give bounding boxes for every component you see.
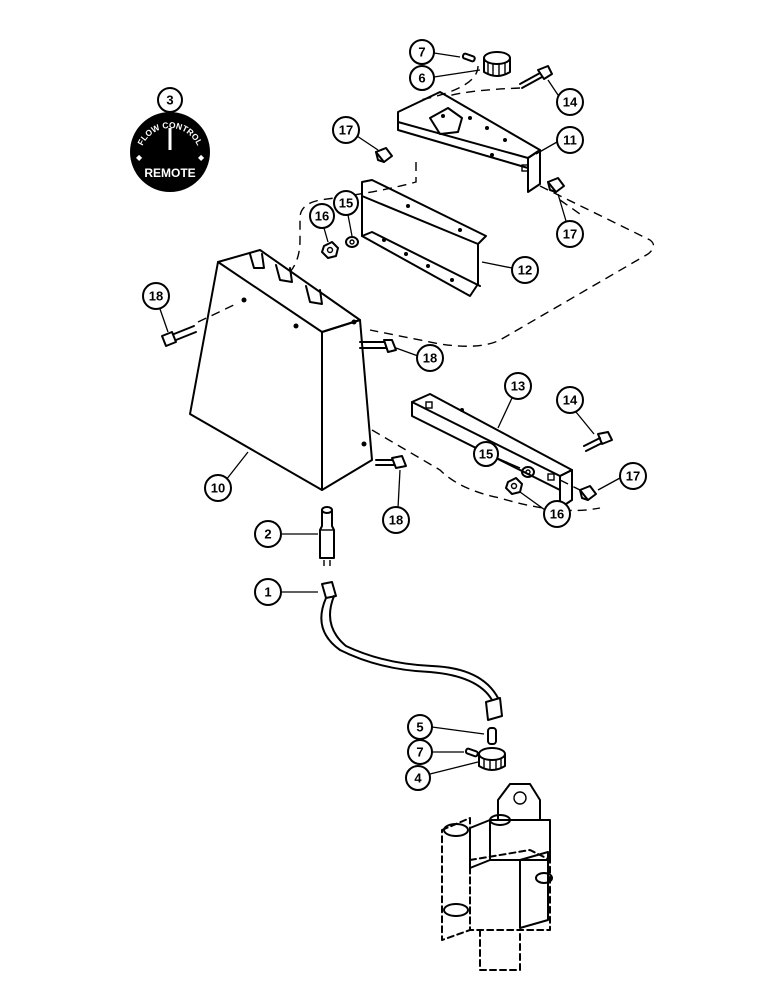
callout-15-bottom-label: 15 [479, 447, 493, 462]
screw-right-lower [375, 455, 407, 469]
callout-6-label: 6 [418, 71, 425, 86]
callout-15-bottom [473, 441, 499, 467]
callout-4 [405, 765, 431, 791]
callout-1-label: 1 [264, 585, 271, 600]
callout-5-label: 5 [416, 720, 423, 735]
control-cover-housing [189, 249, 373, 491]
callout-12 [511, 256, 539, 284]
washer-upper [345, 236, 359, 248]
callout-18-right-lower [382, 506, 410, 534]
control-valve [441, 783, 553, 971]
callout-16-bottom-label: 16 [550, 507, 564, 522]
callouts: 1 2 3 4 5 6 7 7 10 1 [142, 39, 647, 791]
cage-nut-upper-left [375, 147, 393, 163]
cage-nut-lower-right [579, 485, 597, 501]
top-knob-cap [483, 51, 511, 77]
callout-17-top-left-label: 17 [339, 123, 353, 138]
callout-12-label: 12 [518, 263, 532, 278]
callout-16-top [309, 203, 335, 229]
callout-15-top [333, 190, 359, 216]
lower-knob [478, 747, 506, 771]
callout-14-top [556, 88, 584, 116]
callout-7-top [409, 39, 435, 65]
callout-16-bottom [543, 500, 571, 528]
nut-lower [505, 477, 523, 495]
nut-upper [321, 241, 339, 259]
callout-13-label: 13 [511, 379, 525, 394]
callout-14-top-label: 14 [563, 95, 578, 110]
lower-pin [487, 727, 497, 745]
flow-control-remote-decal: FLOW CONTROL REMOTE ◆ ◆ [130, 112, 210, 192]
angle-bracket [361, 179, 487, 297]
lower-bolt [583, 431, 613, 452]
callout-2 [254, 520, 282, 548]
callout-17-right-upper-label: 17 [563, 227, 577, 242]
callout-18-left [142, 282, 170, 310]
callout-17-right-upper [556, 220, 584, 248]
callout-1 [254, 578, 282, 606]
callout-17-right-lower-label: 17 [626, 469, 640, 484]
flexible-control-cable [320, 581, 503, 721]
cage-nut-upper-right [547, 177, 565, 193]
callout-7-bottom [407, 739, 433, 765]
callout-17-top-left [332, 116, 360, 144]
callout-10-label: 10 [211, 481, 225, 496]
screw-right-upper [359, 339, 397, 353]
callout-11-label: 11 [563, 133, 577, 148]
callout-7-bottom-label: 7 [416, 745, 423, 760]
callout-18-right-upper-label: 18 [423, 351, 437, 366]
callout-10 [204, 474, 232, 502]
callout-3 [157, 87, 183, 113]
top-roll-pin [461, 52, 476, 63]
screw-left [161, 325, 197, 347]
callout-13 [504, 372, 532, 400]
callout-6 [409, 65, 435, 91]
svg-text:◆: ◆ [198, 153, 205, 162]
callout-3-label: 3 [166, 93, 173, 108]
callout-2-label: 2 [264, 527, 271, 542]
washer-lower [521, 466, 535, 478]
callout-17-right-lower [619, 462, 647, 490]
upper-bracket [397, 91, 541, 193]
assembly-dashed-lines [197, 65, 655, 512]
extension-rod [319, 506, 335, 566]
knob-bottom-text: REMOTE [144, 166, 195, 180]
callout-11 [556, 126, 584, 154]
callout-15-top-label: 15 [339, 196, 353, 211]
callout-18-left-label: 18 [149, 289, 163, 304]
top-bolt [519, 65, 553, 89]
callout-18-right-upper [416, 344, 444, 372]
callout-16-top-label: 16 [315, 209, 329, 224]
callout-14-bottom-label: 14 [563, 393, 578, 408]
callout-14-bottom [556, 386, 584, 414]
callout-4-label: 4 [414, 771, 422, 786]
svg-text:◆: ◆ [136, 153, 143, 162]
callout-18-right-lower-label: 18 [389, 513, 403, 528]
lower-roll-pin [464, 747, 479, 758]
callout-7-top-label: 7 [418, 45, 425, 60]
